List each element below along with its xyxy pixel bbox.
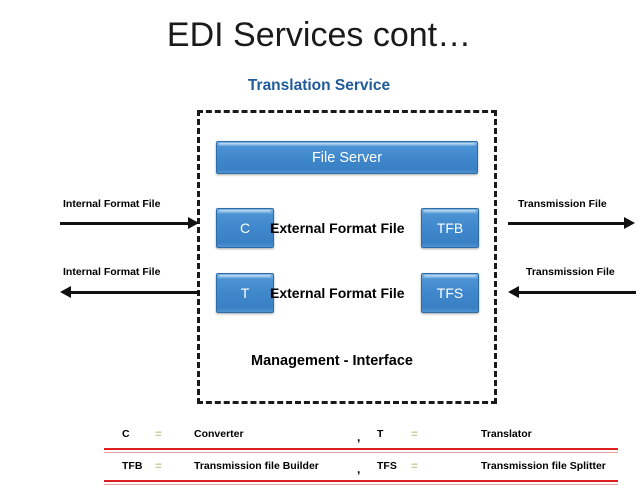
tfb-label: TFB [436,220,464,236]
subtitle: Translation Service [247,77,391,94]
legend-abbr: C [122,428,130,440]
arrow-shaft [71,291,200,294]
file-server-label: File Server [311,149,383,166]
legend-abbr: T [377,428,384,440]
legend-abbr: TFB [122,460,143,472]
converter-label: C [239,220,251,236]
arrow-label-internal-in: Internal Format File [63,198,161,210]
legend-equals-icon: = [411,459,418,473]
arrow-head-left-icon [508,286,519,298]
legend-definition: Transmission file Builder [194,460,319,472]
file-server-box[interactable]: File Server [216,141,478,174]
transmission-file-splitter-box[interactable]: TFS [421,273,479,313]
arrow-shaft [60,222,189,225]
arrow-head-right-icon [624,217,635,229]
legend-comma: , [357,430,361,444]
arrow-internal-format-file-out: Internal Format File [60,266,200,306]
translator-box[interactable]: T [216,273,274,313]
arrow-shaft [508,222,625,225]
arrow-label-transmission-out: Transmission File [518,198,607,210]
arrow-head-right-icon [188,217,199,229]
transmission-file-builder-box[interactable]: TFB [421,208,479,248]
arrow-label-transmission-in: Transmission File [526,266,615,278]
arrow-transmission-file-in: Transmission File [497,266,638,306]
legend-equals-icon: = [411,427,418,441]
arrow-label-internal-out: Internal Format File [63,266,161,278]
management-interface-label: Management - Interface [251,353,413,369]
external-format-file-label-1: External Format File [270,220,405,236]
legend-definition: Converter [194,428,244,440]
tfs-label: TFS [436,285,464,301]
page-title: EDI Services cont… [166,16,472,54]
translation-service-boundary [197,110,497,404]
arrow-head-left-icon [60,286,71,298]
legend-row: C = Converter , T = Translator [104,424,618,453]
arrow-internal-format-file-in: Internal Format File [60,198,200,238]
legend-equals-icon: = [155,427,162,441]
converter-box[interactable]: C [216,208,274,248]
legend-definition: Transmission file Splitter [481,460,606,472]
legend: C = Converter , T = Translator TFB = Tra… [104,424,618,485]
legend-definition: Translator [481,428,532,440]
arrow-shaft [519,291,636,294]
legend-abbr: TFS [377,460,397,472]
legend-comma: , [357,462,361,476]
external-format-file-label-2: External Format File [270,285,405,301]
legend-equals-icon: = [155,459,162,473]
arrow-transmission-file-out: Transmission File [497,198,638,238]
legend-row: TFB = Transmission file Builder , TFS = … [104,456,618,485]
translator-label: T [240,285,250,301]
